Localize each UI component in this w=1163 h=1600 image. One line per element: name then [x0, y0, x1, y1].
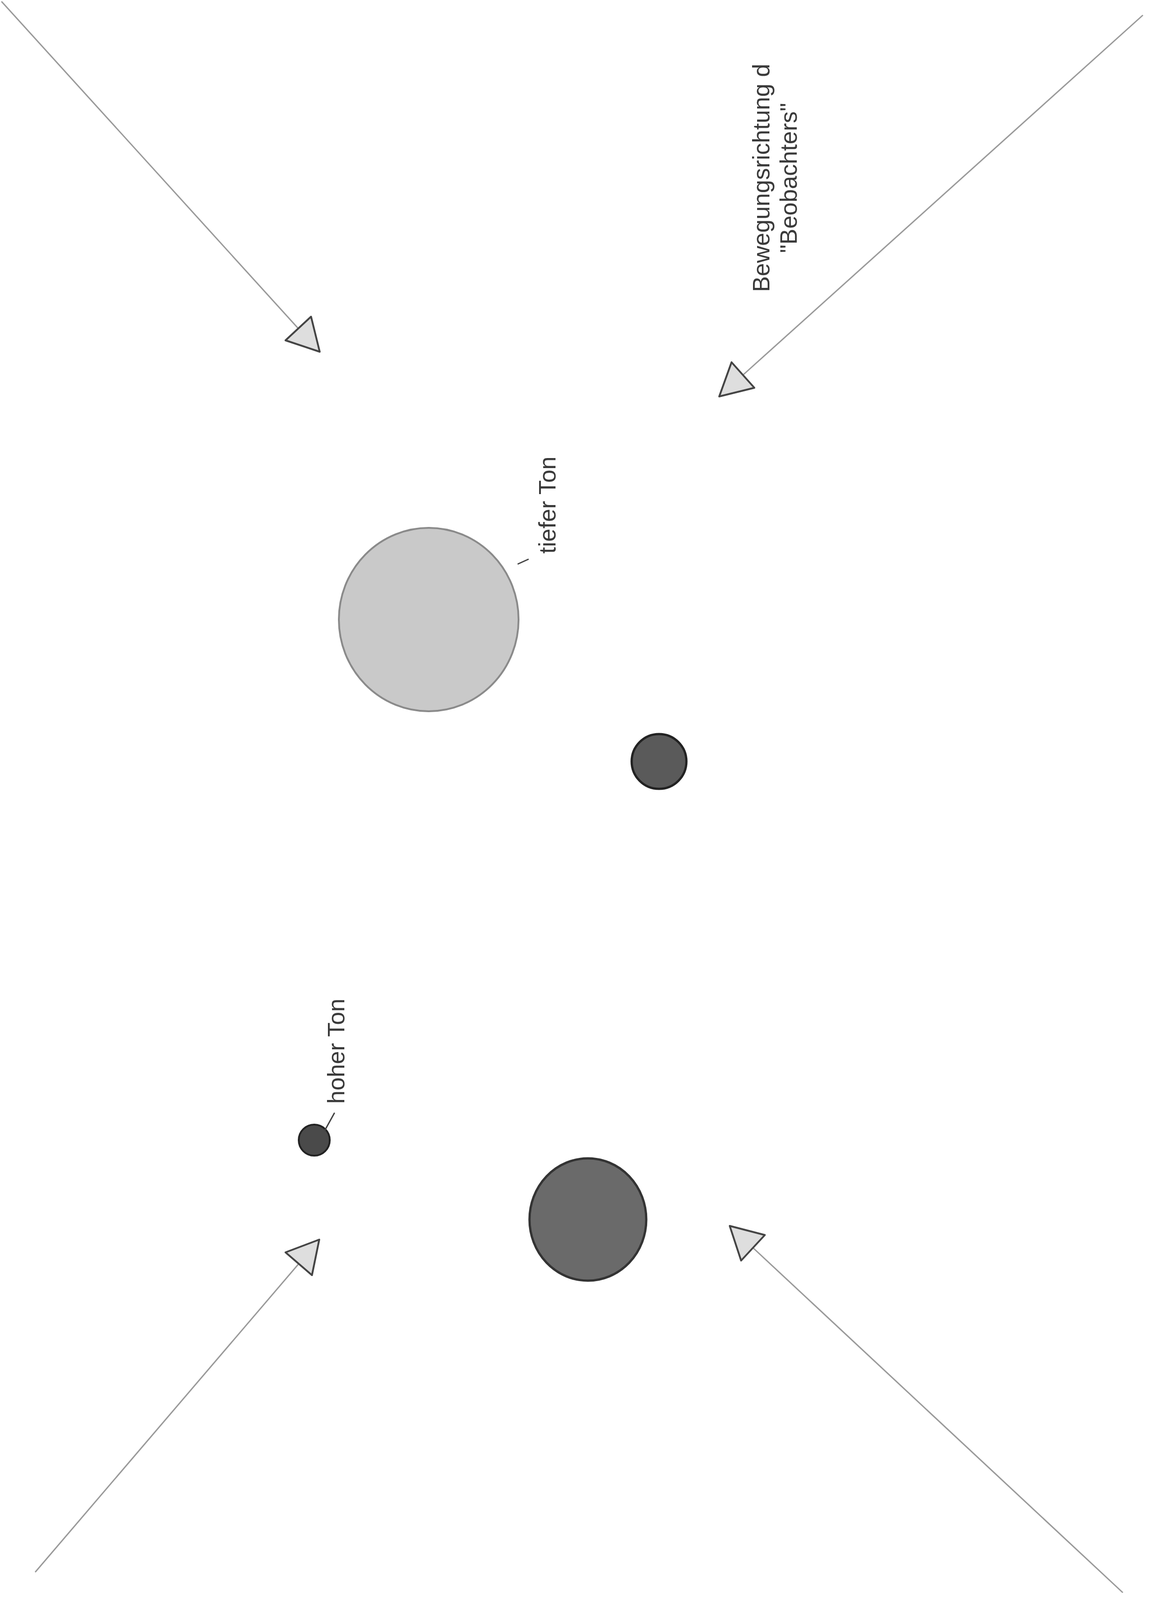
arrow-head — [285, 316, 320, 352]
arrow-head — [285, 1239, 320, 1275]
leader-line — [518, 559, 529, 564]
motion-line — [752, 1247, 1123, 1592]
motion-line — [1, 1, 299, 329]
tone-label: hoher Ton — [322, 998, 351, 1104]
motion-line — [35, 1263, 299, 1572]
tone-label: tiefer Ton — [534, 456, 562, 554]
small-dark-circle — [631, 733, 687, 789]
leader-line — [324, 1112, 335, 1131]
arrow-head — [729, 1225, 765, 1261]
arrow-head — [719, 362, 755, 397]
motion-line — [742, 15, 1143, 375]
medium-dark-circle — [529, 1157, 647, 1281]
large-light-circle — [338, 527, 519, 712]
motion-note: Bewegungsrichtung d "Beobachters" — [747, 50, 803, 306]
